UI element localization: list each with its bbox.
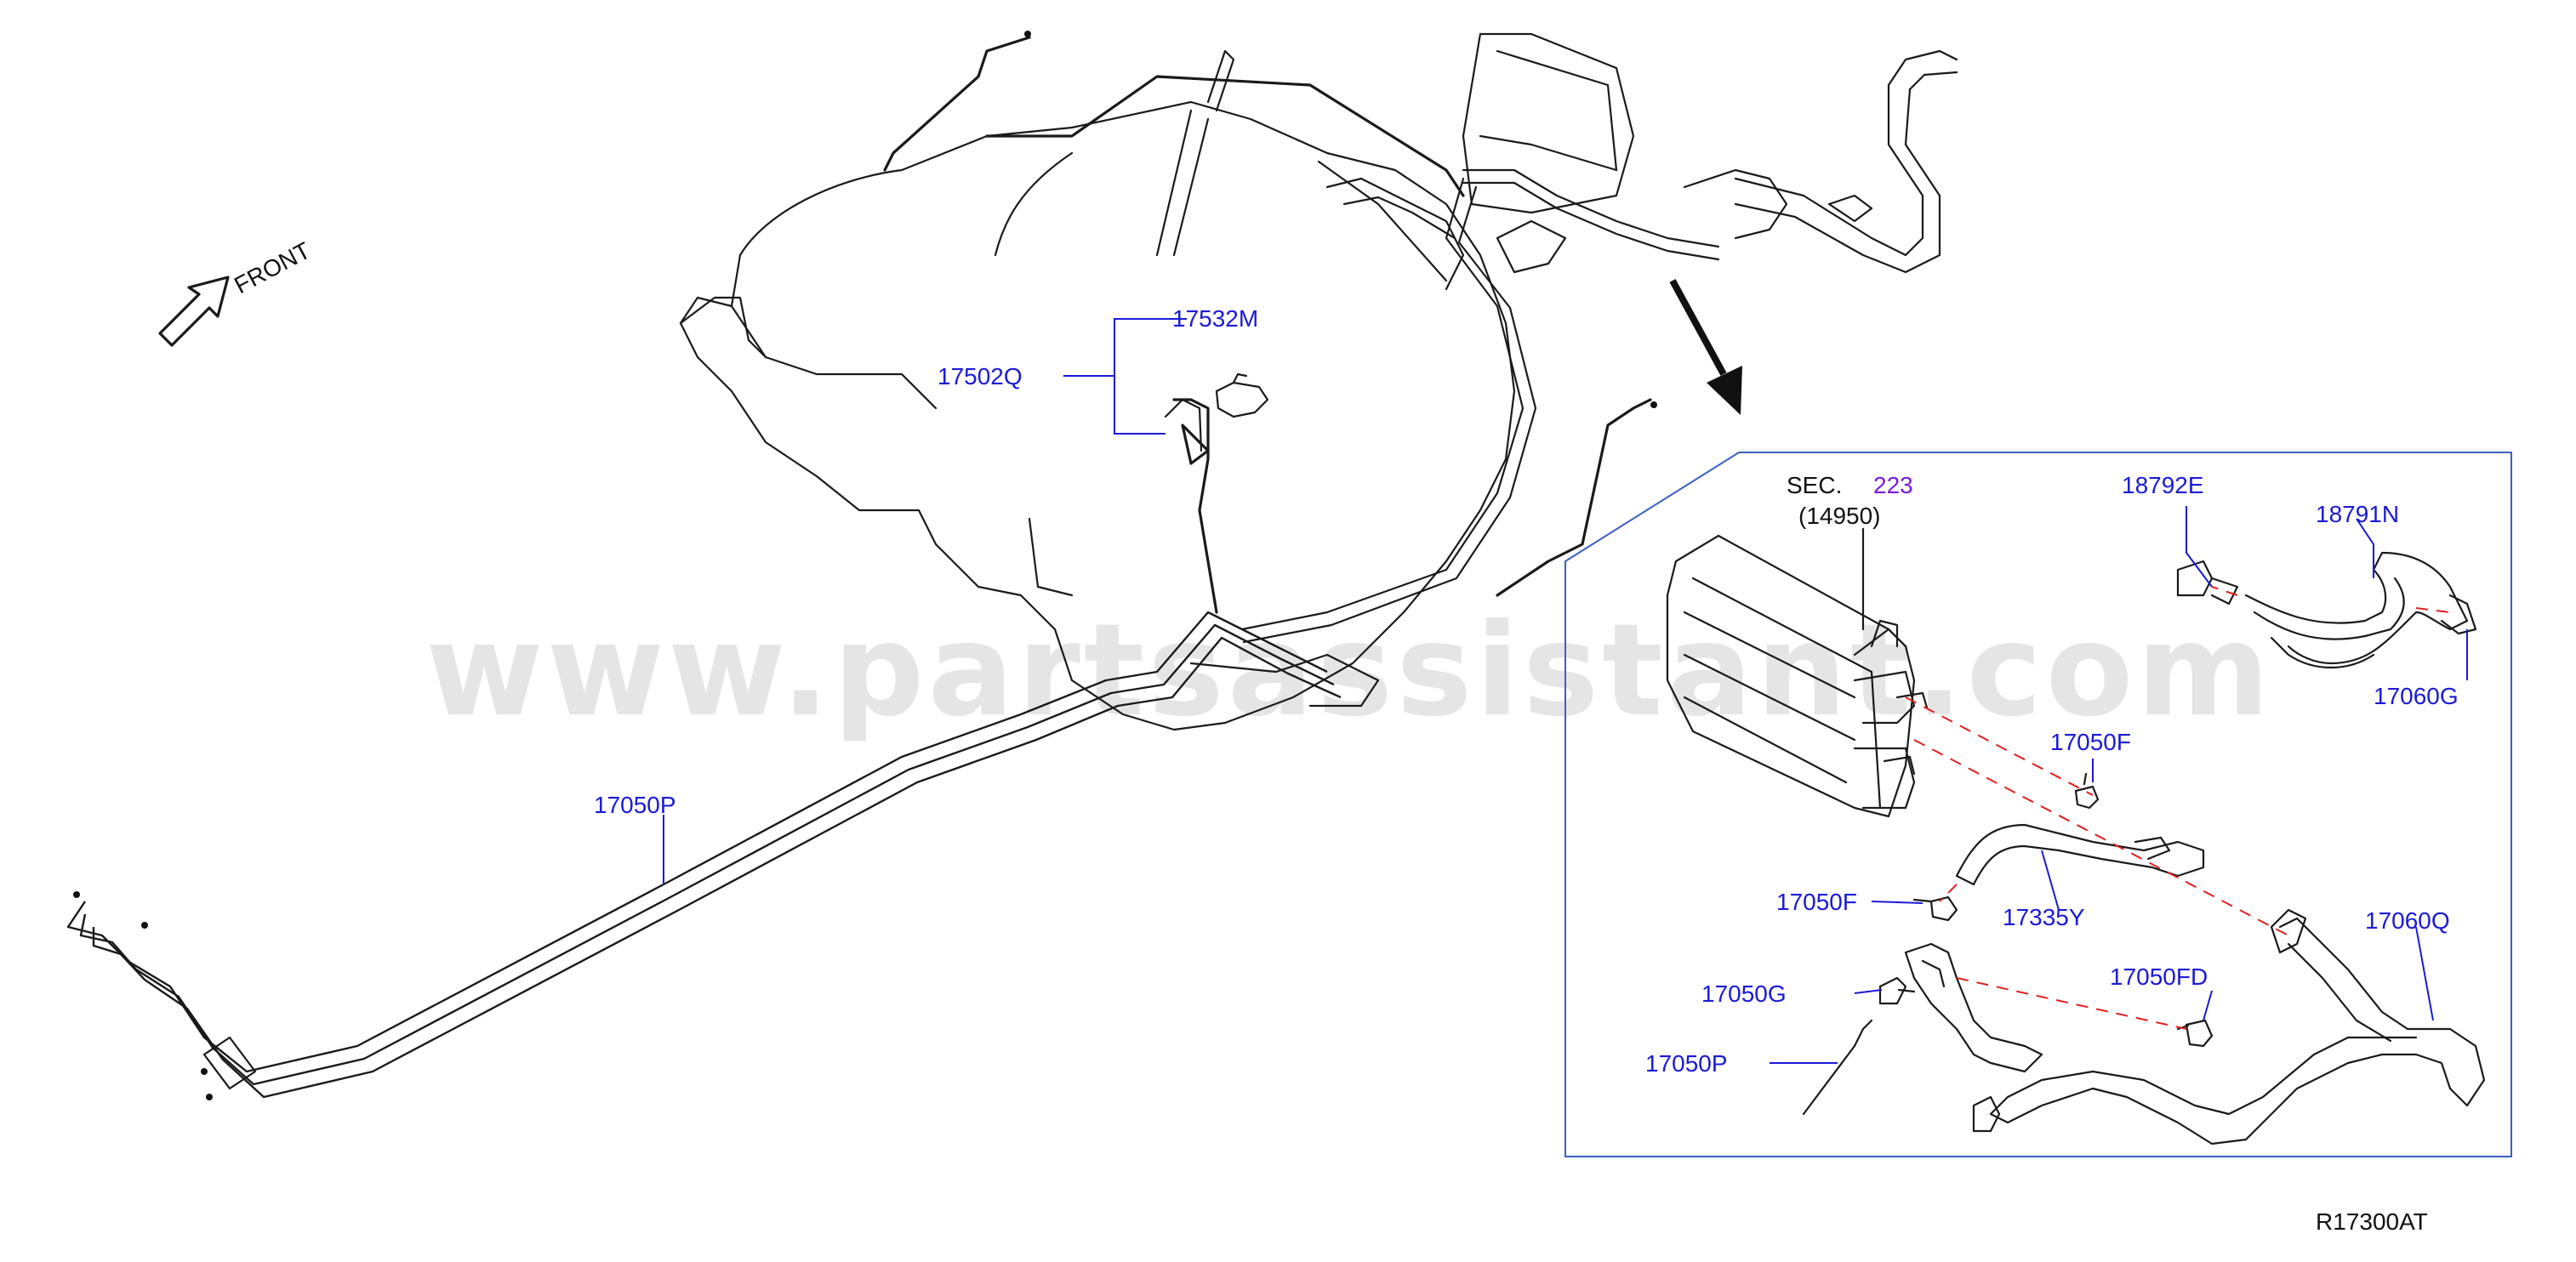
part-label-17050F-lower[interactable]: 17050F	[1776, 889, 1857, 915]
main-fuel-lines	[66, 31, 1657, 1100]
detail-box	[1564, 452, 2512, 1157]
leader-lines	[663, 318, 2468, 1064]
part-label-17060G[interactable]: 17060G	[2374, 683, 2459, 709]
part-label-17050P-main[interactable]: 17050P	[594, 792, 676, 818]
watermark: www.partsassistant.com	[425, 597, 2273, 745]
detail-bracket-17050G	[1878, 942, 2043, 1073]
detail-clamp-17050F-upper	[2074, 772, 2100, 810]
detail-clip-17050FD	[2176, 1019, 2214, 1048]
detail-pipe-17050P	[1802, 1019, 1873, 1116]
section-ref-prefix: SEC.	[1787, 472, 1842, 498]
filler-tube-part	[1164, 398, 1218, 614]
assembly-guide-lines	[1905, 586, 2451, 1030]
part-label-17050G[interactable]: 17050G	[1701, 981, 1787, 1007]
part-label-17050P-detail[interactable]: 17050P	[1645, 1050, 1728, 1077]
fuel-tank-outline	[679, 49, 1516, 731]
diagram-code: R17300AT	[2316, 1208, 2428, 1235]
section-ref-sub: (14950)	[1798, 503, 1881, 529]
front-arrow-icon	[158, 276, 230, 347]
part-label-17532M[interactable]: 17532M	[1172, 305, 1258, 332]
part-label-17050FD[interactable]: 17050FD	[2110, 964, 2208, 990]
detail-tube-17060Q	[1972, 908, 2486, 1145]
part-label-17335Y[interactable]: 17335Y	[2003, 904, 2085, 930]
detail-hose-17335Y	[1955, 823, 2205, 886]
detail-arrow-icon	[1669, 279, 1742, 415]
part-label-18791N[interactable]: 18791N	[2316, 501, 2399, 527]
part-label-18792E[interactable]: 18792E	[2122, 472, 2204, 498]
top-pipes	[883, 36, 1652, 644]
section-ref-number[interactable]: 223	[1873, 472, 1913, 498]
upper-canister-assembly	[1325, 32, 1958, 291]
part-label-17050F-upper[interactable]: 17050F	[2050, 729, 2131, 755]
detail-clamp-17050F-lower	[1912, 895, 1958, 922]
detail-canister	[1666, 534, 1929, 818]
part-label-17502Q[interactable]: 17502Q	[938, 363, 1023, 389]
front-label: FRONT	[230, 237, 315, 299]
detail-hose-18791N	[2176, 551, 2477, 668]
clip-part-17532M	[1215, 372, 1269, 418]
part-label-17060Q[interactable]: 17060Q	[2365, 907, 2450, 934]
